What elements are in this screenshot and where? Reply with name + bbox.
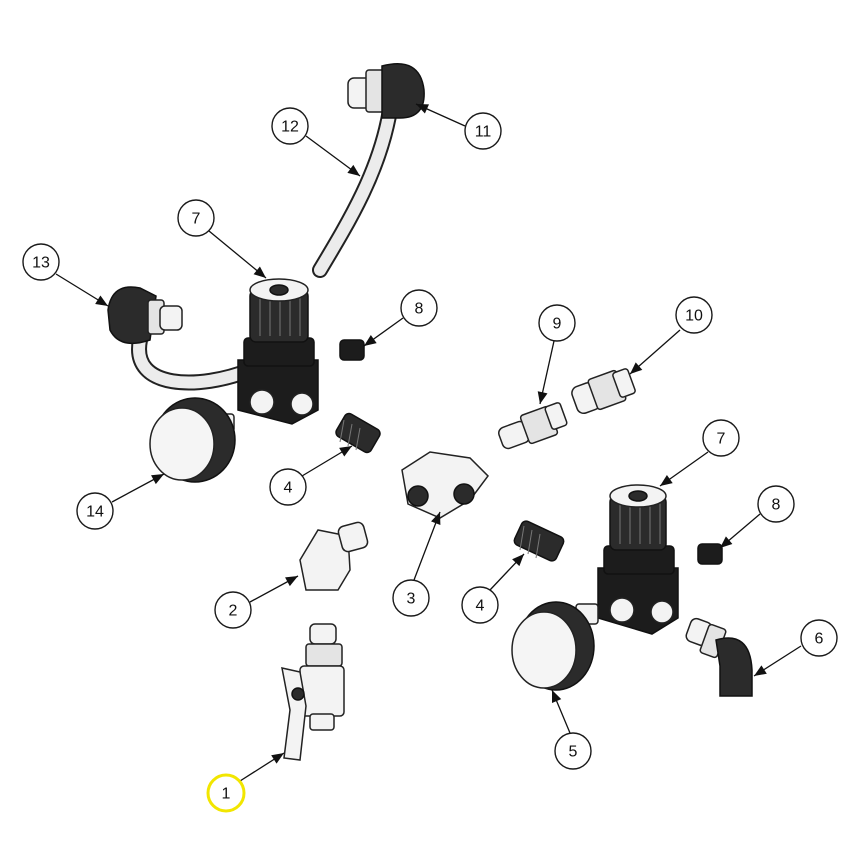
callout-6-label: 6 (815, 631, 824, 648)
part-12-hose (312, 102, 398, 278)
leader-7-lower-arrowhead (660, 474, 673, 486)
part-4-nipple-upper (335, 412, 381, 454)
leader-8-upper-arrowhead (364, 334, 377, 346)
callout-10-label: 10 (685, 308, 703, 325)
callout-8-lower-label: 8 (772, 497, 781, 514)
callout-9[interactable]: 9 (538, 304, 576, 342)
leader-4-lower-arrowhead (512, 554, 524, 567)
leader-lines (55, 103, 802, 782)
callout-7-upper[interactable]: 7 (177, 199, 215, 237)
part-7-regulator-right (597, 484, 679, 635)
leader-4-upper-arrowhead (339, 446, 352, 457)
callout-4-upper-label: 4 (284, 480, 293, 497)
leader-9-arrowhead (537, 391, 548, 404)
callout-1-label: 1 (222, 786, 231, 803)
callouts: 1 2 3 4 4 5 6 7 (22, 107, 838, 813)
callout-8-upper[interactable]: 8 (400, 289, 438, 327)
leader-1-arrowhead (271, 753, 284, 764)
callout-8-lower[interactable]: 8 (757, 485, 795, 523)
leader-13-arrowhead (95, 295, 108, 306)
callout-5-label: 5 (569, 744, 578, 761)
part-11-elbow (347, 62, 425, 119)
part-1-ball-valve (281, 623, 345, 761)
part-2-elbow (299, 521, 369, 591)
callout-13-label: 13 (32, 255, 50, 272)
part-6-elbow (685, 617, 753, 697)
callout-5[interactable]: 5 (554, 732, 592, 770)
callout-11[interactable]: 11 (464, 112, 502, 150)
leader-3-arrowhead (431, 512, 441, 525)
part-10-fitting (571, 368, 636, 415)
callout-10[interactable]: 10 (675, 296, 713, 334)
callout-2-label: 2 (229, 603, 238, 620)
callout-13[interactable]: 13 (22, 243, 60, 281)
leader-14-arrowhead (151, 474, 164, 485)
leader-11-arrowhead (416, 104, 429, 114)
callout-8-upper-label: 8 (415, 301, 424, 318)
callout-11-label: 11 (475, 124, 492, 141)
part-13-elbow (107, 286, 183, 345)
part-14-gauge (149, 397, 236, 483)
leader-10-arrowhead (630, 362, 643, 374)
callout-3[interactable]: 3 (392, 579, 430, 617)
leader-7-upper-arrowhead (253, 266, 266, 278)
part-3-cross-fitting (401, 451, 489, 519)
callout-4-lower[interactable]: 4 (461, 586, 499, 624)
leader-2-arrowhead (285, 576, 298, 587)
part-5-gauge (511, 601, 599, 691)
callout-4-upper[interactable]: 4 (269, 468, 307, 506)
callout-2[interactable]: 2 (214, 591, 252, 629)
callout-7-upper-label: 7 (192, 211, 201, 228)
leader-3 (413, 511, 441, 581)
callout-6[interactable]: 6 (800, 619, 838, 657)
part-7-regulator-left (237, 278, 319, 425)
callout-14-label: 14 (86, 504, 104, 521)
callout-3-label: 3 (407, 591, 416, 608)
callout-7-lower[interactable]: 7 (702, 419, 740, 457)
callout-9-label: 9 (553, 316, 562, 333)
leader-6-arrowhead (754, 665, 767, 676)
leader-12-arrowhead (347, 164, 360, 176)
callout-1[interactable]: 1 (206, 773, 246, 813)
part-9-fitting (498, 402, 568, 450)
leader-8-lower-arrowhead (720, 536, 733, 548)
callout-4-lower-label: 4 (476, 598, 485, 615)
leader-5-arrowhead (552, 690, 562, 703)
callout-7-lower-label: 7 (717, 431, 726, 448)
part-4-nipple-lower (513, 520, 565, 562)
part-13-hose (131, 332, 258, 391)
leader-7-upper (208, 230, 267, 279)
callout-12[interactable]: 12 (271, 107, 309, 145)
part-8-plug-lower (697, 543, 723, 565)
callout-14[interactable]: 14 (76, 492, 114, 530)
callout-12-label: 12 (281, 119, 299, 136)
part-8-plug-upper (339, 339, 365, 361)
